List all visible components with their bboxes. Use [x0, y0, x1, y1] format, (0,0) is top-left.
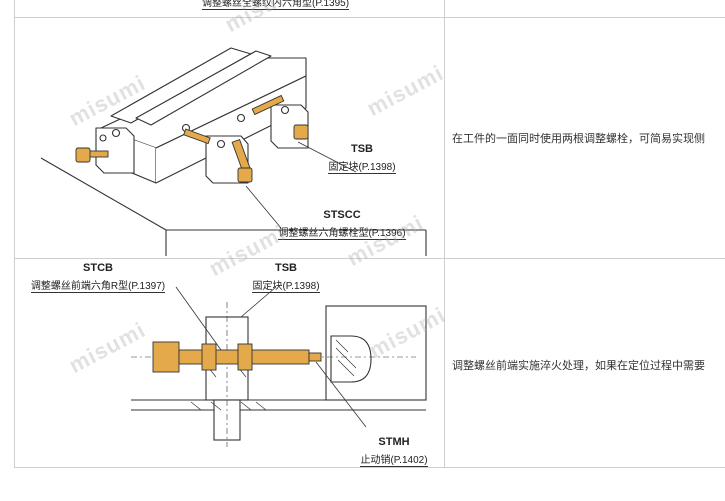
tsb-code: TSB	[351, 143, 373, 155]
stcb-label: STCB 调整螺丝前端六角R型(P.1397)	[18, 262, 178, 293]
product-table: 调整螺丝全螺纹内六角型(P.1395) 在工件的一面同时使用两根调整螺栓，可简易…	[14, 0, 725, 468]
row-divider	[14, 17, 725, 18]
stmh-label: STMH 止动销(P.1402)	[354, 436, 434, 467]
stmh-name: 止动销(P.1402)	[360, 451, 428, 467]
tsb-name: 固定块(P.1398)	[328, 158, 396, 174]
row-divider	[14, 467, 725, 468]
stscc-label: STSCC 调整螺丝六角螺栓型(P.1396)	[262, 209, 422, 240]
row1-figure	[40, 47, 427, 256]
row1-description: 在工件的一面同时使用两根调整螺栓，可简易实现侧	[452, 132, 705, 145]
figure-label-text: 调整螺丝全螺纹内六角型(P.1395)	[202, 0, 350, 10]
stcb-code: STCB	[83, 262, 113, 274]
stmh-code: STMH	[378, 436, 410, 448]
row0-figure-label: 调整螺丝全螺纹内六角型(P.1395)	[202, 0, 350, 10]
column-divider	[444, 0, 445, 468]
tsb-label: TSB 固定块(P.1398)	[322, 143, 402, 174]
tsb-name-2: 固定块(P.1398)	[252, 277, 320, 293]
tsb-label-2: TSB 固定块(P.1398)	[246, 262, 326, 293]
stscc-name: 调整螺丝六角螺栓型(P.1396)	[278, 224, 406, 240]
stscc-code: STSCC	[323, 209, 361, 221]
column-divider	[14, 0, 15, 468]
stcb-name: 调整螺丝前端六角R型(P.1397)	[30, 277, 166, 293]
adjusting-bolt	[75, 94, 309, 183]
row-divider	[14, 258, 725, 259]
row2-description: 调整螺丝前端实施淬火处理，如果在定位过程中需要	[452, 359, 705, 372]
row2-figure	[131, 286, 427, 447]
tsb-code-2: TSB	[275, 262, 297, 274]
